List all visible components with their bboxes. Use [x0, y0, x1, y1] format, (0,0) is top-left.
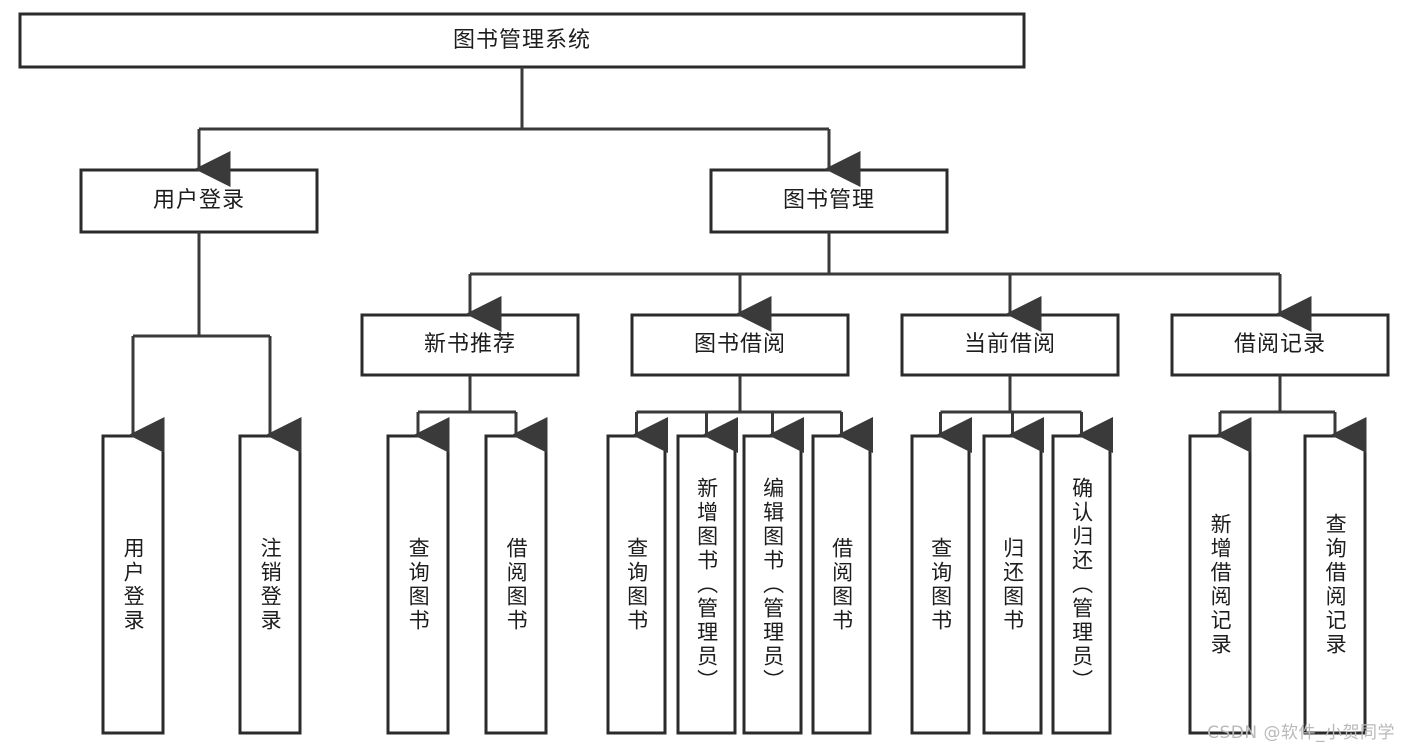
node-box-new-book-rec[interactable]	[360, 313, 580, 377]
box-outlines	[18, 12, 1390, 735]
node-box-leaf-add-record[interactable]	[1188, 434, 1252, 735]
node-box-book-borrow[interactable]	[630, 313, 850, 377]
node-box-leaf-query-book-current[interactable]	[910, 434, 971, 735]
node-box-root[interactable]	[18, 12, 1026, 69]
node-box-leaf-confirm-return[interactable]	[1051, 434, 1112, 735]
node-box-leaf-borrow-book-rec[interactable]	[484, 434, 548, 735]
node-box-leaf-user-logout[interactable]	[238, 434, 302, 735]
node-box-borrow-record[interactable]	[1170, 313, 1390, 377]
connector-lines	[128, 67, 1367, 453]
node-box-leaf-add-book[interactable]	[676, 434, 737, 735]
node-box-leaf-user-login[interactable]	[101, 434, 165, 735]
node-box-current-borrow[interactable]	[900, 313, 1120, 377]
node-box-leaf-query-record[interactable]	[1303, 434, 1367, 735]
node-box-user-login[interactable]	[79, 168, 319, 234]
node-box-book-manage[interactable]	[709, 168, 949, 234]
watermark-text: CSDN @软件_小贺同学	[1207, 723, 1395, 743]
node-box-leaf-edit-book[interactable]	[742, 434, 803, 735]
node-box-leaf-query-book-borrow[interactable]	[606, 434, 667, 735]
node-box-leaf-query-book-rec[interactable]	[386, 434, 450, 735]
node-box-leaf-borrow-book[interactable]	[811, 434, 872, 735]
node-box-leaf-return-book[interactable]	[982, 434, 1043, 735]
